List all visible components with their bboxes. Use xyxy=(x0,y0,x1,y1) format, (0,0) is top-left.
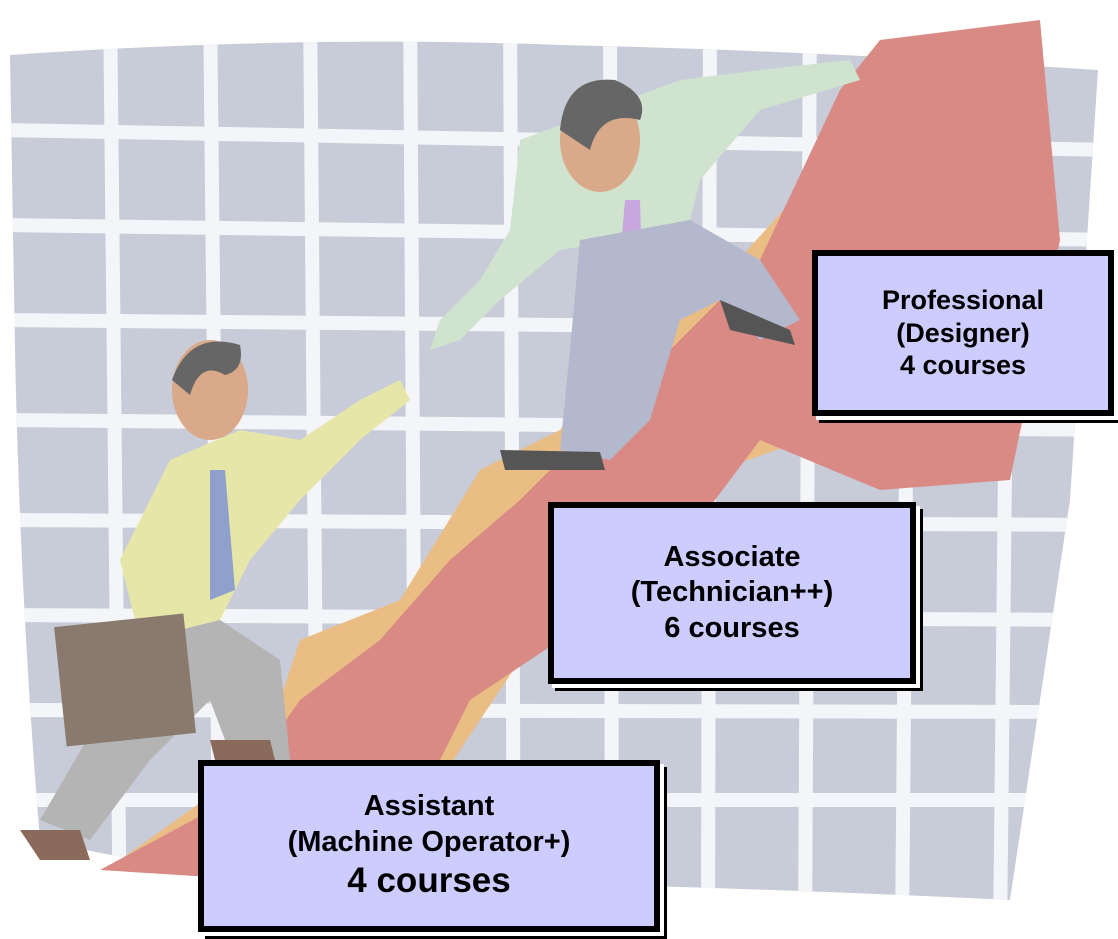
level-box-associate: Associate (Technician++) 6 courses xyxy=(548,502,916,684)
lower-climber-figure xyxy=(20,340,410,860)
level-box-assistant: Assistant (Machine Operator+) 4 courses xyxy=(198,760,660,932)
level-courses: 6 courses xyxy=(664,611,800,644)
level-courses: 4 courses xyxy=(899,350,1027,381)
level-box-professional: Professional (Designer) 4 courses xyxy=(812,250,1114,416)
level-title: Associate xyxy=(663,540,801,573)
level-title: Assistant xyxy=(363,790,495,823)
upper-climber-figure xyxy=(430,60,860,470)
level-role: (Technician++) xyxy=(630,576,834,609)
level-courses: 4 courses xyxy=(347,861,511,901)
level-role: (Machine Operator+) xyxy=(287,825,571,858)
level-role: (Designer) xyxy=(896,317,1030,348)
level-title: Professional xyxy=(881,284,1045,315)
